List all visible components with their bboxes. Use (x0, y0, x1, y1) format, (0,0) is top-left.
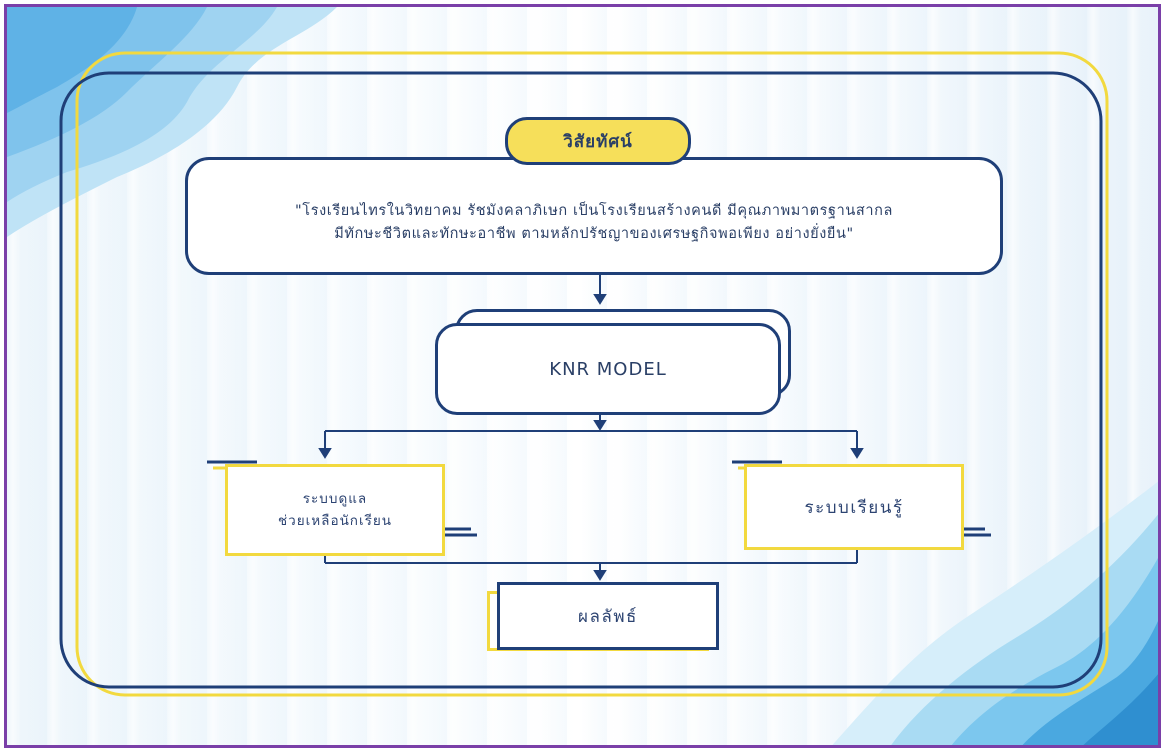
result-box: ผลลัพธ์ (497, 582, 719, 650)
top-left-wave-decoration (7, 7, 337, 237)
vision-box: "โรงเรียนไทรในวิทยาคม รัชมังคลาภิเษก เป็… (185, 157, 1003, 275)
knr-model-box: KNR MODEL (435, 323, 781, 415)
student-care-system-box: ระบบดูแล ช่วยเหลือนักเรียน (225, 464, 445, 556)
vision-statement-line-1: "โรงเรียนไทรในวิทยาคม รัชมังคลาภิเษก เป็… (295, 203, 893, 219)
decorative-layer (7, 7, 1158, 745)
learning-system-box: ระบบเรียนรู้ (744, 464, 964, 550)
student-care-label-line-2: ช่วยเหลือนักเรียน (278, 513, 392, 529)
student-care-label-line-1: ระบบดูแล (302, 491, 368, 507)
vision-statement-line-2: มีทักษะชีวิตและทักษะอาชีพ ตามหลักปรัชญาข… (334, 226, 854, 242)
diagram-frame: "โรงเรียนไทรในวิทยาคม รัชมังคลาภิเษก เป็… (4, 4, 1161, 748)
vision-title: วิสัยทัศน์ (505, 117, 691, 165)
outer-yellow-frame (75, 51, 1109, 697)
outer-navy-frame (59, 71, 1103, 689)
